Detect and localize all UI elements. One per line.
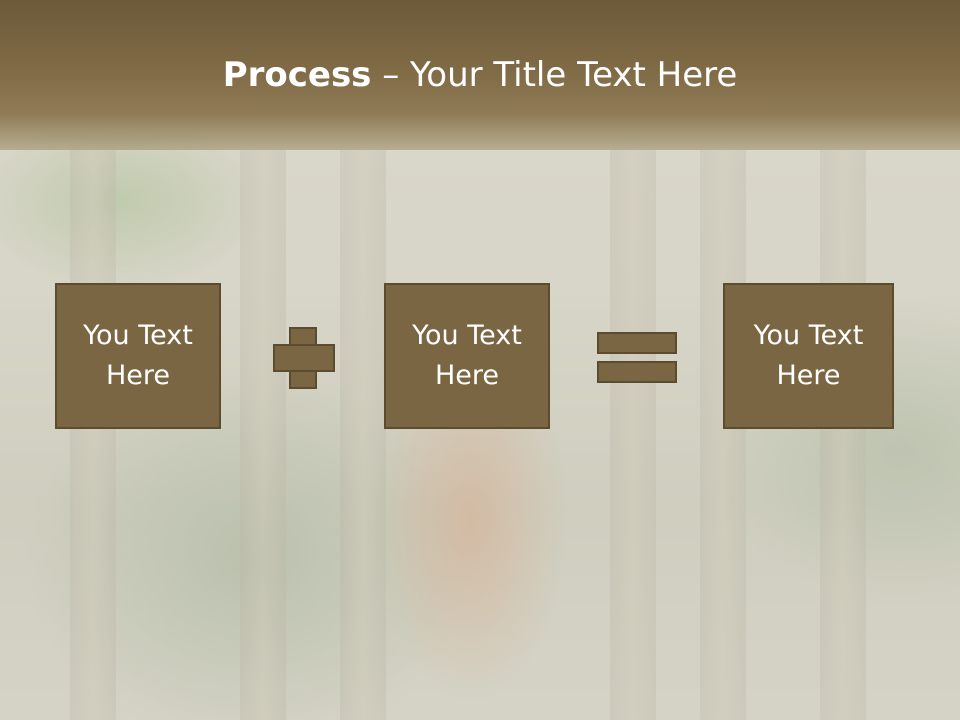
temple-pillar [700, 150, 746, 720]
slide-title[interactable]: Process – Your Title Text Here [0, 52, 960, 98]
temple-pillar [340, 150, 386, 720]
temple-pillar [820, 150, 866, 720]
temple-pillar [610, 150, 656, 720]
process-box-2[interactable]: You Text Here [384, 283, 550, 429]
process-box-1[interactable]: You Text Here [55, 283, 221, 429]
process-box-3[interactable]: You Text Here [723, 283, 894, 429]
title-bar [0, 0, 960, 150]
temple-pillar [240, 150, 286, 720]
temple-pillar [70, 150, 116, 720]
title-bold: Process [222, 55, 372, 95]
title-rest: – Your Title Text Here [371, 55, 738, 95]
